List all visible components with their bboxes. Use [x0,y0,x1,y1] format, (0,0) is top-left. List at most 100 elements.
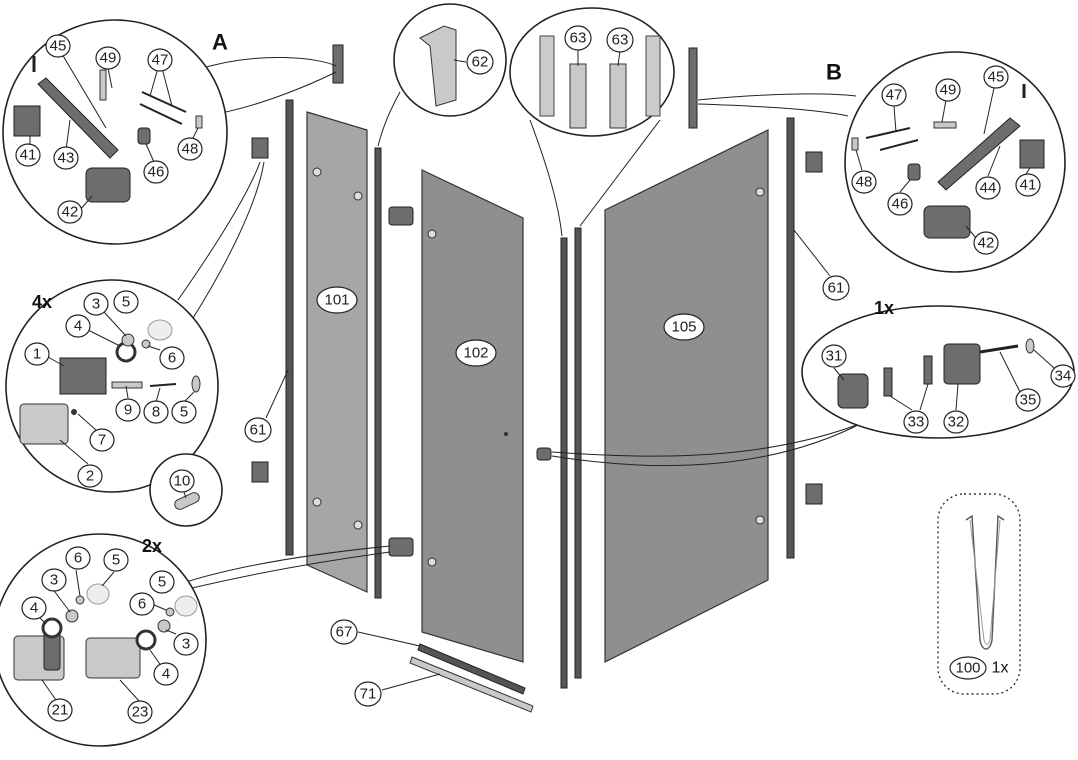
cap-5 [174,595,198,617]
part-number: 47 [152,52,169,69]
screw-47 [139,103,183,125]
part-number-bubble [1050,364,1076,388]
part-number-bubble [169,469,195,493]
part-number-bubble [95,46,121,70]
leader-line [551,421,865,467]
part-number-bubble [851,170,877,194]
leader-line [51,587,71,613]
part-number: 32 [948,414,965,431]
part-number-bubble [949,656,987,680]
stabilizer-bar-43 [37,77,119,159]
screw-35 [979,344,1019,354]
leader-line [161,67,173,107]
detail-b: B 47 49 45 48 46 44 41 42 [697,51,1066,273]
part-number: 61 [250,422,267,439]
dotted-frame [937,493,1021,695]
panel-label-bubble [663,313,705,341]
wall-bracket [805,151,823,173]
leader-line [987,145,1001,177]
part-number: 45 [988,69,1005,86]
leader-line [551,419,871,457]
part-number: 49 [940,82,957,99]
corner-profile-63-closeup [569,63,587,129]
part-number-bubble [171,400,197,424]
detail-4x: 4x 5 3 4 6 1 9 8 5 7 [5,161,265,493]
gasket-33 [923,355,933,385]
part-number-bubble [822,275,850,301]
screw-47 [141,91,187,113]
leader-line [899,179,911,193]
part-number: 10 [174,473,191,490]
washer-6 [75,595,85,605]
part-number-bubble [153,662,179,686]
part-number: 31 [826,348,843,365]
panel-hole [755,515,765,525]
leader-line [101,571,115,587]
leader-line [77,413,97,431]
leader-line [889,395,913,411]
leader-line [47,356,65,367]
part-number-bubble [129,592,155,616]
part-number: 42 [62,204,79,221]
part-number-bubble [887,192,913,216]
part-number: 33 [908,414,925,431]
part-number-bubble [975,176,1001,200]
screw-47 [865,127,911,139]
leader-line [893,105,897,133]
leader-line [125,385,129,399]
detail-2x: 2x 6 5 3 5 4 6 3 4 [0,533,391,747]
leader-line [145,143,155,163]
part-number-bubble [65,546,91,570]
panel-number-102: 102 [463,345,488,362]
panel-label-bubble [316,286,358,314]
corner-glass-left [539,35,555,117]
part-number-bubble [15,143,41,167]
panel-hole [353,191,363,201]
part-number: 34 [1055,368,1072,385]
part-number: 6 [74,550,82,567]
nut-3 [121,333,135,347]
main-labels: 101 102 105 61 61 67 71 [244,229,850,707]
cover-cap-2 [19,403,69,445]
end-cap-42 [923,205,971,239]
bottom-seal-71 [409,656,534,713]
wall-bracket [251,137,269,159]
part-number: 71 [360,686,377,703]
leader-line [155,387,161,403]
part-number: 23 [132,704,149,721]
detail-63: 63 63 [509,7,675,237]
part-number: 48 [182,141,199,158]
magnet-catch [536,447,552,461]
leader-line [79,195,93,211]
wall-bracket-1 [59,357,107,395]
part-number-bubble [177,137,203,161]
leader-line [855,149,863,171]
part-number: 44 [980,180,997,197]
leader-line [103,311,127,337]
washer-6 [141,339,151,349]
washer-4 [41,617,63,639]
part-number-bubble [45,34,71,58]
leader-line [941,99,947,123]
panel-hole [312,167,322,177]
part-number: 9 [124,402,132,419]
stabilizer-bracket-b [688,47,698,129]
leader-line [59,439,89,465]
u-clip-100-inner [969,519,1001,645]
part-number-bubble [943,410,969,434]
glass-panel-105 [604,129,769,663]
main-assembly [251,44,823,713]
part-number-bubble [53,146,79,170]
hinge-part-23 [85,637,141,679]
nut-3 [65,609,79,623]
part-number: 41 [1020,177,1037,194]
part-number-bubble [83,292,109,316]
leader-line [195,56,337,71]
part-number: 5 [122,294,130,311]
part-number-bubble [65,314,91,338]
panel-hole [427,557,437,567]
washer-6 [165,607,175,617]
door-handle-hole [504,432,508,436]
leader-line [1025,167,1031,175]
part-number-bubble [354,681,382,707]
